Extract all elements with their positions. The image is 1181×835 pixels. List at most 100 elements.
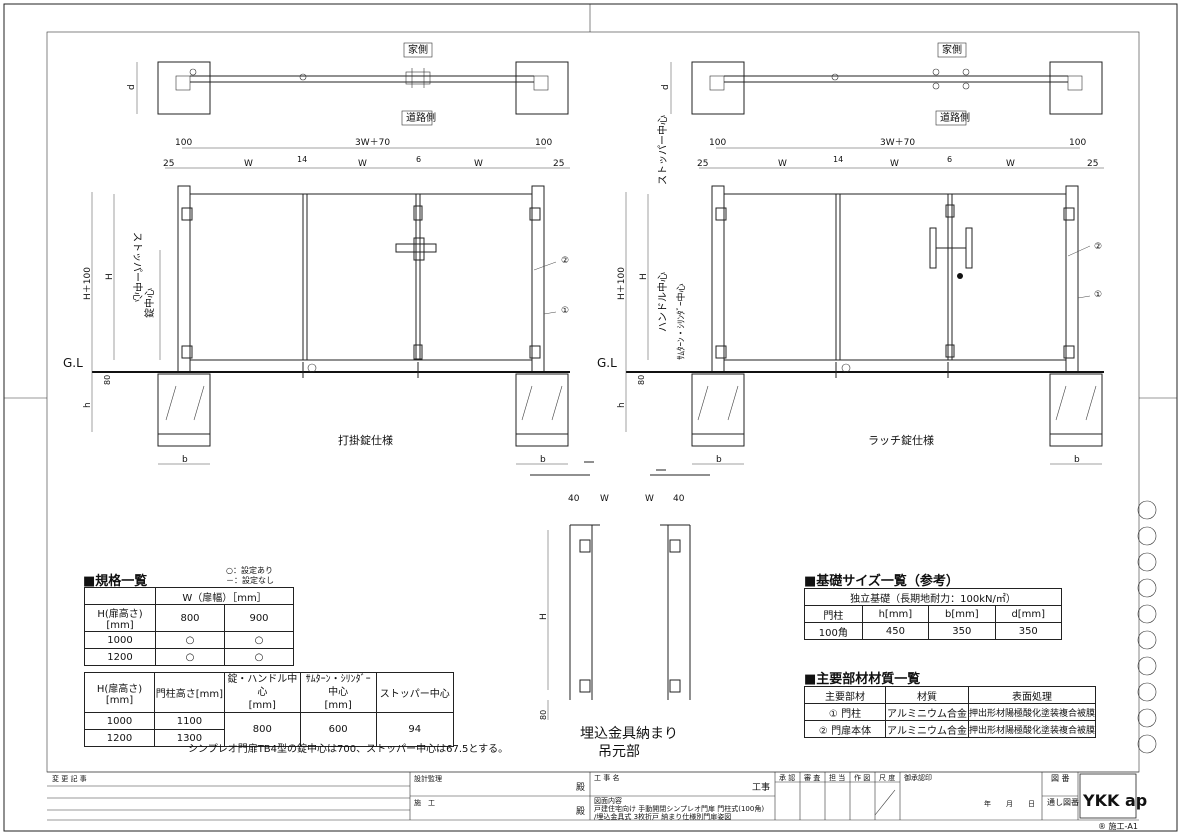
svg-text:3W＋70: 3W＋70 [880, 137, 915, 148]
svg-text:80: 80 [637, 375, 646, 385]
table-row: ② 門扉本体 アルミニウム合金 押出形材陽極酸化塗装複合被膜 [804, 720, 1096, 738]
spec-table: W（扉幅）［mm］ H(扉高さ)[mm] 800 900 1000 ○ ○ 12… [84, 587, 294, 666]
svg-text:40: 40 [673, 494, 685, 504]
svg-text:/埋込金具式 3枚折戸 納まり仕様別門扉姿図: /埋込金具式 3枚折戸 納まり仕様別門扉姿図 [594, 812, 731, 821]
svg-text:日: 日 [1028, 800, 1035, 808]
svg-text:6: 6 [416, 155, 421, 164]
left-elevation-view: 3W＋70 100 100 25 25 W 14 W 6 W G.L [63, 137, 570, 465]
svg-text:施 工: 施 工 [414, 798, 435, 807]
width-800: 800 [155, 604, 225, 632]
table-row: 1000 1100 800 600 94 [84, 712, 455, 747]
table-row: 1200 ○ ○ [84, 648, 294, 666]
svg-text:G.L: G.L [597, 356, 617, 370]
svg-text:変 更 記 事: 変 更 記 事 [52, 774, 87, 783]
svg-text:①: ① [1094, 290, 1102, 300]
svg-text:100: 100 [1069, 138, 1086, 148]
svg-text:担 当: 担 当 [829, 773, 845, 782]
svg-text:W: W [358, 159, 367, 169]
svg-text:14: 14 [297, 155, 307, 164]
post-left-2 [531, 185, 545, 373]
right-elevation-view: 3W＋70 100 100 25 25 W 14 W 6 W ストッパー中心 G… [597, 115, 1104, 465]
center-table: H(扉高さ)[mm] 門柱高さ[mm] 錠・ハンドル中心 [mm] ｻﾑﾀｰﾝ・… [84, 672, 455, 747]
svg-text:14: 14 [833, 155, 843, 164]
svg-text:②: ② [1094, 242, 1102, 252]
materials-table: 主要部材 材質 表面処理 ① 門柱 アルミニウム合金 押出形材陽極酸化塗装複合被… [804, 686, 1096, 738]
svg-text:W: W [890, 159, 899, 169]
svg-text:図 番: 図 番 [1051, 773, 1070, 783]
table-note: シンプレオ門扉TB4型の錠中心は700、ストッパー中心は67.5とする。 [188, 744, 509, 755]
svg-text:承 認: 承 認 [779, 773, 795, 782]
table-row: 100角 450 350 350 [804, 622, 1063, 640]
svg-text:①: ① [561, 306, 569, 316]
svg-text:家側: 家側 [942, 43, 962, 56]
svg-text:b: b [716, 455, 722, 465]
table-row: 1000 ○ ○ [84, 631, 294, 649]
svg-text:H: H [539, 613, 549, 620]
table-row: 1200 1300 [84, 729, 454, 747]
foundation-title: ■基礎サイズ一覧（参考） [804, 574, 959, 589]
svg-text:年: 年 [984, 799, 991, 808]
svg-text:殿: 殿 [576, 782, 585, 793]
svg-text:H＋100: H＋100 [82, 267, 93, 300]
spec-title: ■規格一覧 [83, 574, 148, 589]
svg-text:80: 80 [103, 375, 112, 385]
svg-text:月: 月 [1006, 800, 1013, 808]
svg-text:W: W [474, 159, 483, 169]
left-caption: 打掛錠仕様 [338, 433, 393, 447]
embed-caption-1: 埋込金具納まり [580, 726, 678, 742]
svg-text:ハンドル中心: ハンドル中心 [656, 272, 669, 332]
svg-text:図面内容: 図面内容 [594, 796, 622, 805]
svg-text:作 図: 作 図 [854, 773, 870, 782]
svg-text:工 事 名: 工 事 名 [594, 773, 619, 782]
post-left-1 [177, 185, 191, 373]
embed-caption-2: 吊元部 [598, 744, 640, 760]
svg-text:W: W [1006, 159, 1015, 169]
table-row: ① 門柱 アルミニウム合金 押出形材陽極酸化塗装複合被膜 [804, 703, 1096, 721]
svg-text:b: b [182, 455, 188, 465]
svg-text:b: b [540, 455, 546, 465]
svg-text:100: 100 [175, 138, 192, 148]
svg-text:道路側: 道路側 [940, 111, 970, 124]
svg-text:御承認印: 御承認印 [904, 773, 932, 782]
height-header: H(扉高さ)[mm] [84, 604, 156, 632]
title-block: 変 更 記 事 設計監理 施 工 殿 殿 工 事 名 工事 図面内容 戸建住宅向… [47, 771, 1147, 831]
legend-yes: ○：設定あり [226, 566, 273, 575]
house-side-label-left: 家側 [408, 43, 428, 56]
svg-text:25: 25 [553, 159, 564, 169]
svg-text:②: ② [561, 256, 569, 266]
materials-title: ■主要部材材質一覧 [804, 672, 921, 687]
road-side-label-left: 道路側 [406, 111, 436, 124]
svg-text:設計監理: 設計監理 [414, 774, 442, 783]
svg-text:尺 度: 尺 度 [879, 773, 895, 782]
svg-text:d: d [661, 84, 671, 90]
svg-text:殿: 殿 [576, 806, 585, 817]
ykk-logo: YKK ap [1082, 791, 1147, 810]
svg-text:W: W [600, 494, 609, 504]
svg-text:審 査: 審 査 [804, 773, 820, 782]
svg-text:40: 40 [568, 494, 580, 504]
width-header: W（扉幅）［mm］ [155, 587, 294, 605]
sheet-border [3, 3, 1178, 832]
dim-overall-left: 3W＋70 [355, 137, 390, 148]
svg-text:戸建住宅向け 手動開閉シンプレオ門扉 門柱式(100角): 戸建住宅向け 手動開閉シンプレオ門扉 門柱式(100角) [594, 804, 764, 813]
svg-text:通し図番: 通し図番 [1047, 797, 1079, 807]
svg-text:H: H [105, 273, 115, 280]
svg-text:ｻﾑﾀｰﾝ・ｼﾘﾝﾀﾞｰ中心: ｻﾑﾀｰﾝ・ｼﾘﾝﾀﾞｰ中心 [675, 283, 687, 360]
svg-text:100: 100 [709, 138, 726, 148]
svg-text:ストッパー中心: ストッパー中心 [131, 232, 144, 302]
svg-text:25: 25 [697, 159, 708, 169]
svg-text:錠中心: 錠中心 [143, 288, 156, 318]
right-plan-view: 家側 道路側 d [661, 42, 1103, 126]
svg-text:H＋100: H＋100 [616, 267, 627, 300]
svg-text:80: 80 [539, 710, 548, 720]
svg-text:ストッパー中心: ストッパー中心 [656, 115, 669, 185]
svg-text:W: W [244, 159, 253, 169]
svg-text:25: 25 [163, 159, 174, 169]
svg-text:® 施工-A1: ® 施工-A1 [1098, 821, 1138, 831]
gl-label-left: G.L [63, 356, 83, 370]
legend-no: －：設定なし [226, 576, 274, 585]
svg-text:W: W [778, 159, 787, 169]
svg-text:h: h [83, 402, 93, 408]
embed-detail-view: 40 W W 40 H 80 埋込金具納まり 吊元部 [530, 461, 710, 760]
